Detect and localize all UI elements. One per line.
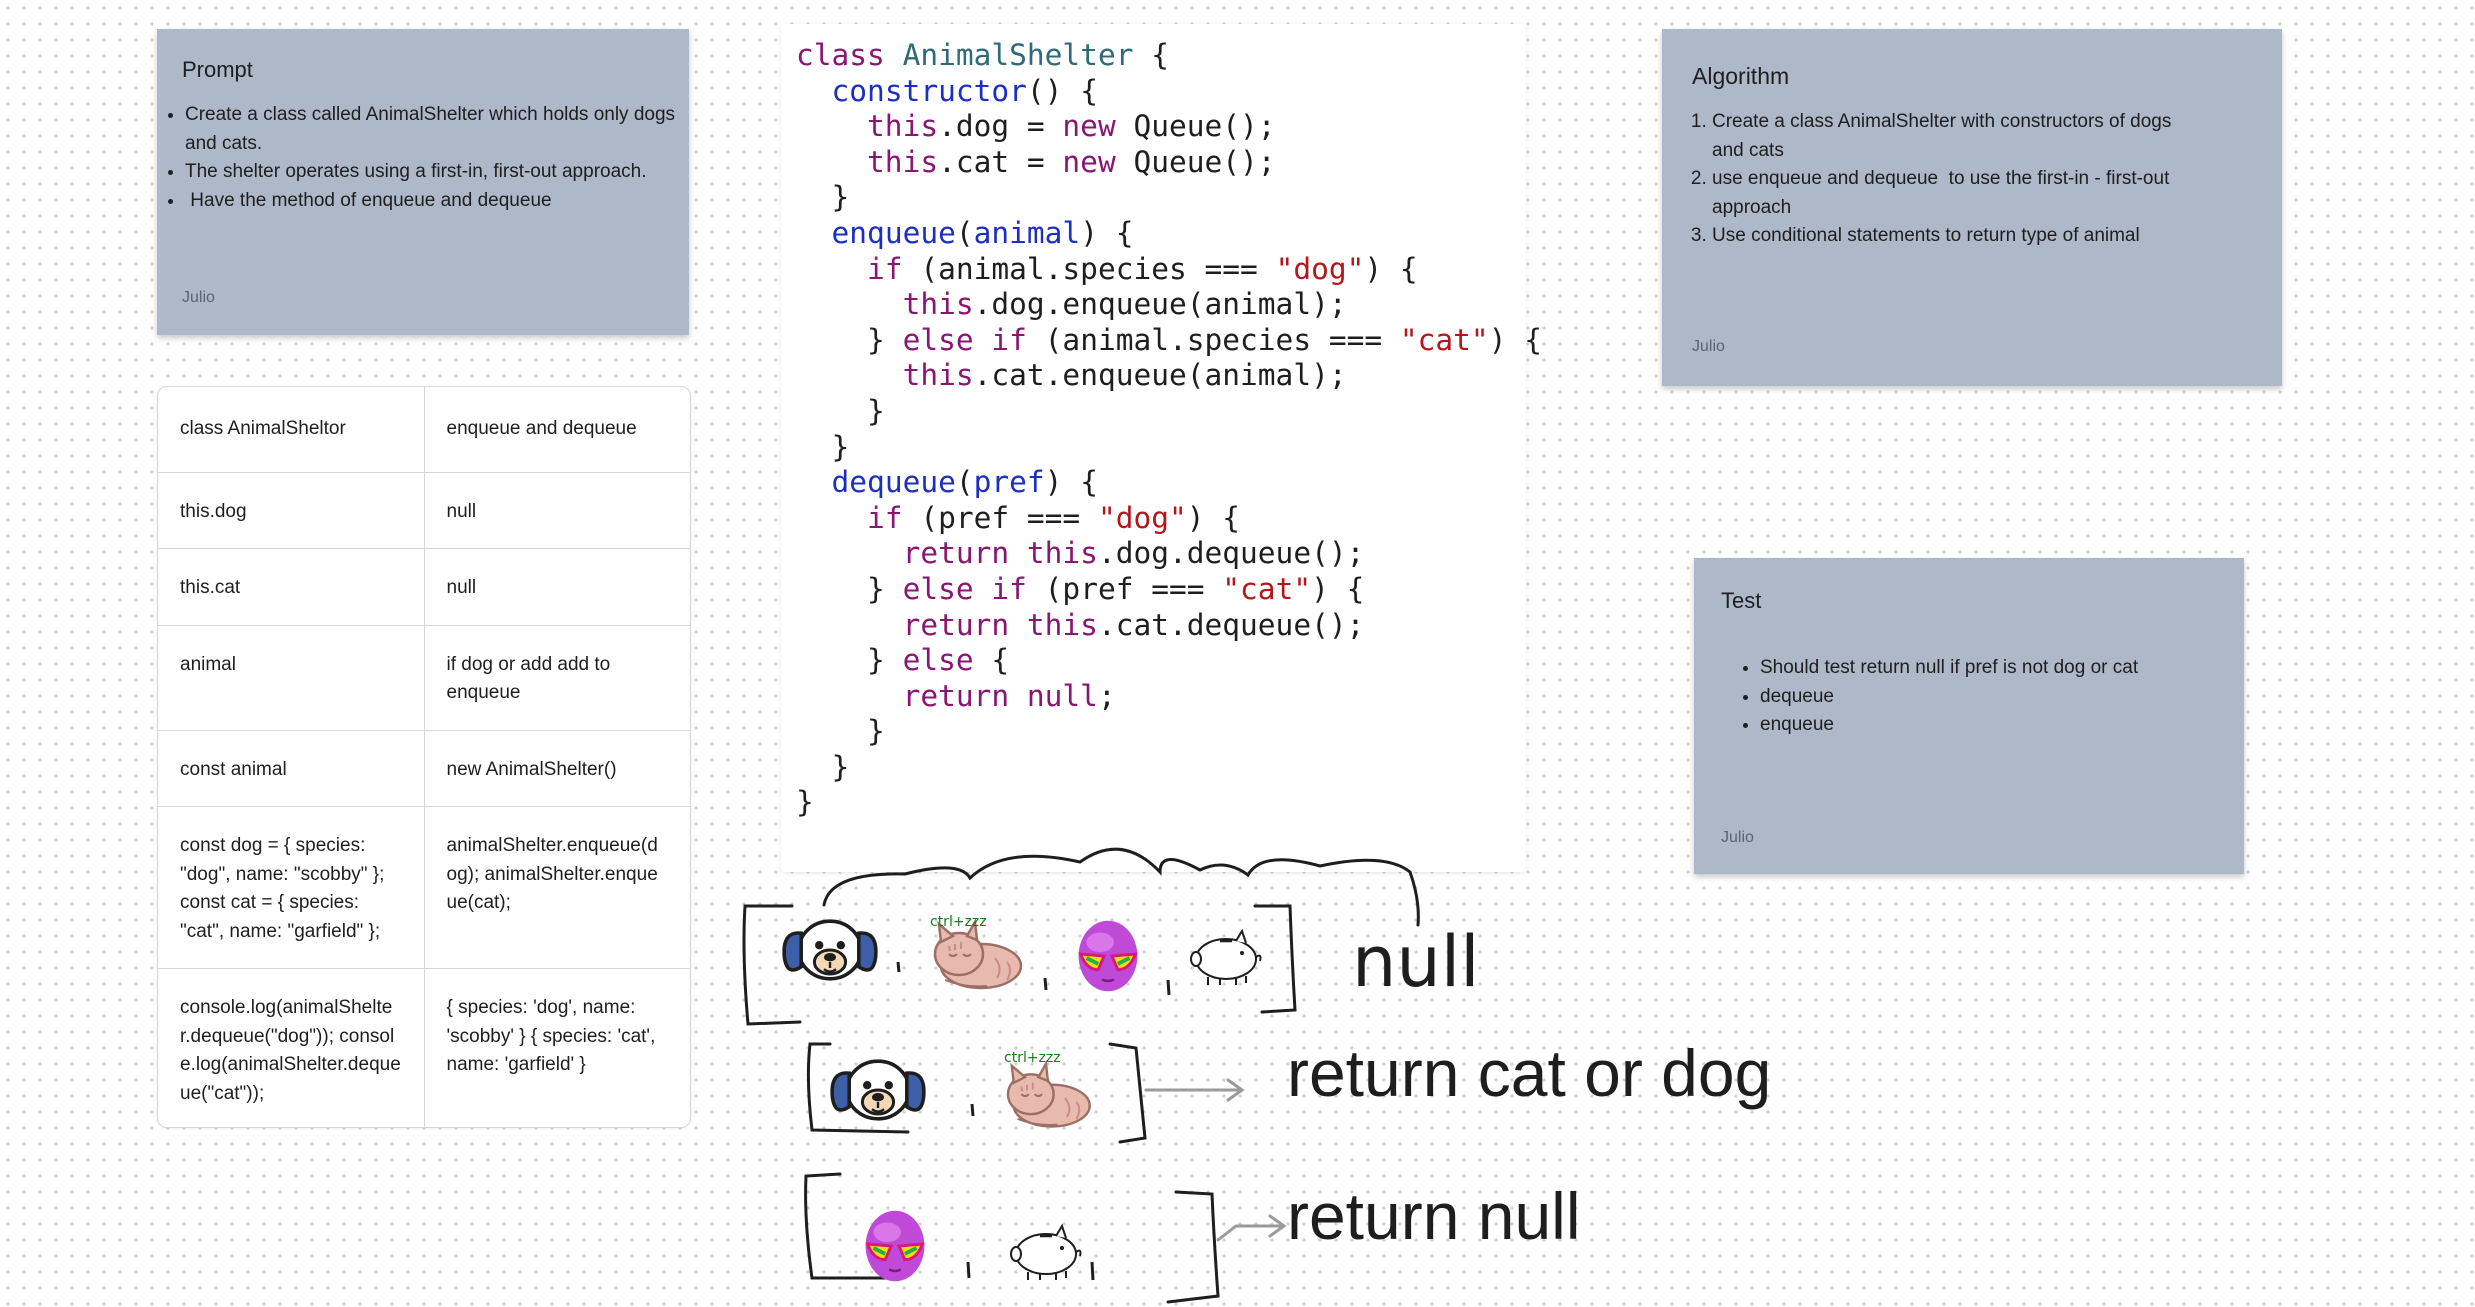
prompt-title: Prompt [182,57,253,82]
table-cell: new AnimalShelter() [424,730,690,807]
table-cell: this.dog [158,472,425,549]
sleeping-cat-icon [1006,1062,1091,1128]
author-label: Julio [1692,338,1725,355]
table-cell: { species: 'dog', name: 'scobby' } { spe… [446,997,656,1075]
code-text: class AnimalShelter { constructor() { th… [796,38,1542,820]
comma-separator [1090,1261,1095,1281]
algorithm-step: Create a class AnimalShelter with constr… [1712,108,2282,165]
test-sticky-note[interactable]: Test Should test return null if pref is … [1694,558,2244,874]
table-cell: animalShelter.enqueue(dog); animalShelte… [424,806,690,969]
test-item: enqueue [1760,711,2244,740]
table-row: this.cat null [158,548,690,626]
comma-separator [966,1261,971,1279]
author-label: Julio [182,289,215,306]
piggy-bank-icon [1189,929,1262,987]
sleeping-cat-icon [933,920,1023,990]
algorithm-list: Create a class AnimalShelter with constr… [1662,108,2282,251]
comma-separator [970,1103,975,1117]
algorithm-step: Use conditional statements to return typ… [1712,222,2282,251]
prompt-item: Create a class called AnimalShelter whic… [185,101,689,158]
alien-icon [1076,918,1140,994]
code-block[interactable]: class AnimalShelter { constructor() { th… [781,24,1542,872]
table-cell: enqueue and dequeue [424,387,690,473]
cat-badge-text: ctrl+zzz [1004,1050,1061,1066]
test-item: dequeue [1760,683,2244,712]
algorithm-sticky-note[interactable]: Algorithm Create a class AnimalShelter w… [1662,29,2282,386]
code-function: constructor [831,73,1027,108]
bracket-right [1108,1042,1147,1144]
table-cell: class AnimalSheltor [158,387,425,473]
arrow [1216,1214,1287,1242]
table-cell: null [424,472,690,549]
return-cat-or-dog-label: return cat or dog [1287,1036,1772,1110]
table-cell: console.log(animalShelter.dequeue("dog")… [158,968,425,1127]
table-row: class AnimalSheltor enqueue and dequeue [158,387,690,473]
cloud-scribble [822,847,1420,927]
table-row: const animal new AnimalShelter() [158,730,690,807]
comma-separator [1166,979,1171,996]
comma-separator [1043,977,1048,991]
author-label: Julio [1721,829,1754,846]
table-row: this.dog null [158,472,690,549]
table-cell: this.cat [158,548,425,626]
algorithm-step: use enqueue and dequeue to use the first… [1712,165,2282,222]
code-keyword: class [796,38,885,72]
table-cell: if dog or add add to enqueue [424,625,690,731]
return-null-label: return null [1287,1179,1581,1253]
bracket-right [1253,904,1297,1014]
bracket-right [1166,1190,1220,1304]
comma-separator [896,961,901,973]
algorithm-title: Algorithm [1692,63,1790,89]
prompt-item: The shelter operates using a first-in, f… [185,158,689,187]
null-handwritten: null [1352,921,1480,1003]
dog-face-icon [830,1059,926,1121]
piggy-bank-icon [1009,1224,1082,1282]
table-cell: null [424,548,690,626]
table: class AnimalSheltor enqueue and dequeue … [158,387,690,1127]
notes-table[interactable]: class AnimalSheltor enqueue and dequeue … [157,386,691,1128]
prompt-item: Have the method of enqueue and dequeue [185,187,689,216]
table-cell: const animal [158,730,425,807]
cat-badge-text: ctrl+zzz [930,914,987,930]
table-row: animal if dog or add add to enqueue [158,625,690,731]
table-row: const dog = { species: "dog", name: "sco… [158,806,690,969]
table-cell: const dog = { species: "dog", name: "sco… [158,806,425,969]
bracket-left [806,1042,910,1134]
arrow [1144,1078,1245,1102]
code-class-name: AnimalShelter [902,38,1134,72]
test-title: Test [1721,588,1762,613]
test-item: Should test return null if pref is not d… [1760,654,2244,683]
test-list: Should test return null if pref is not d… [1694,654,2244,740]
bracket-left [804,1172,892,1280]
dog-face-icon [782,919,878,981]
table-cell: animal [158,625,425,731]
table-row: console.log(animalShelter.dequeue("dog")… [158,968,690,1127]
prompt-list: Create a class called AnimalShelter whic… [157,101,689,215]
alien-icon [863,1208,927,1284]
prompt-sticky-note[interactable]: Prompt Create a class called AnimalShelt… [157,29,689,335]
bracket-left [742,904,802,1026]
